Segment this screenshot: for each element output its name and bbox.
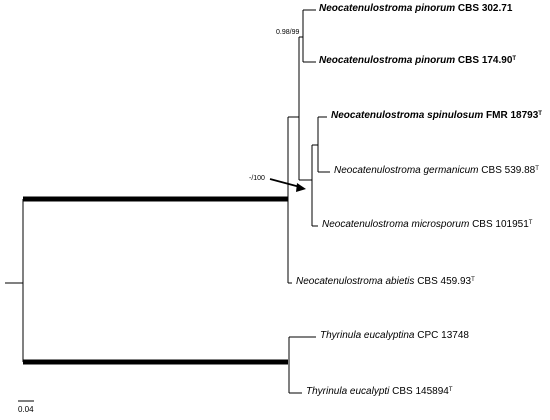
taxon-label: Neocatenulostroma pinorum CBS 302.71 — [319, 3, 513, 14]
support-value-germanicum: -/100 — [249, 175, 265, 182]
taxon-label: Thyrinula eucalyptina CPC 13748 — [320, 330, 469, 341]
taxon-label: Neocatenulostroma microsporum CBS 101951… — [322, 219, 533, 230]
taxon-label: Thyrinula eucalypti CBS 145894T — [306, 386, 453, 397]
scale-bar-label: 0.04 — [18, 405, 34, 414]
taxon-label: Neocatenulostroma abietis CBS 459.93T — [296, 276, 475, 287]
support-arrow-head — [296, 183, 306, 192]
taxon-label: Neocatenulostroma pinorum CBS 174.90T — [319, 55, 517, 66]
taxon-label: Neocatenulostroma germanicum CBS 539.88T — [334, 165, 539, 176]
taxon-label: Neocatenulostroma spinulosum FMR 18793T — [331, 110, 542, 121]
support-value-pinorum: 0.98/99 — [276, 29, 300, 36]
support-arrow-line — [269, 178, 301, 188]
